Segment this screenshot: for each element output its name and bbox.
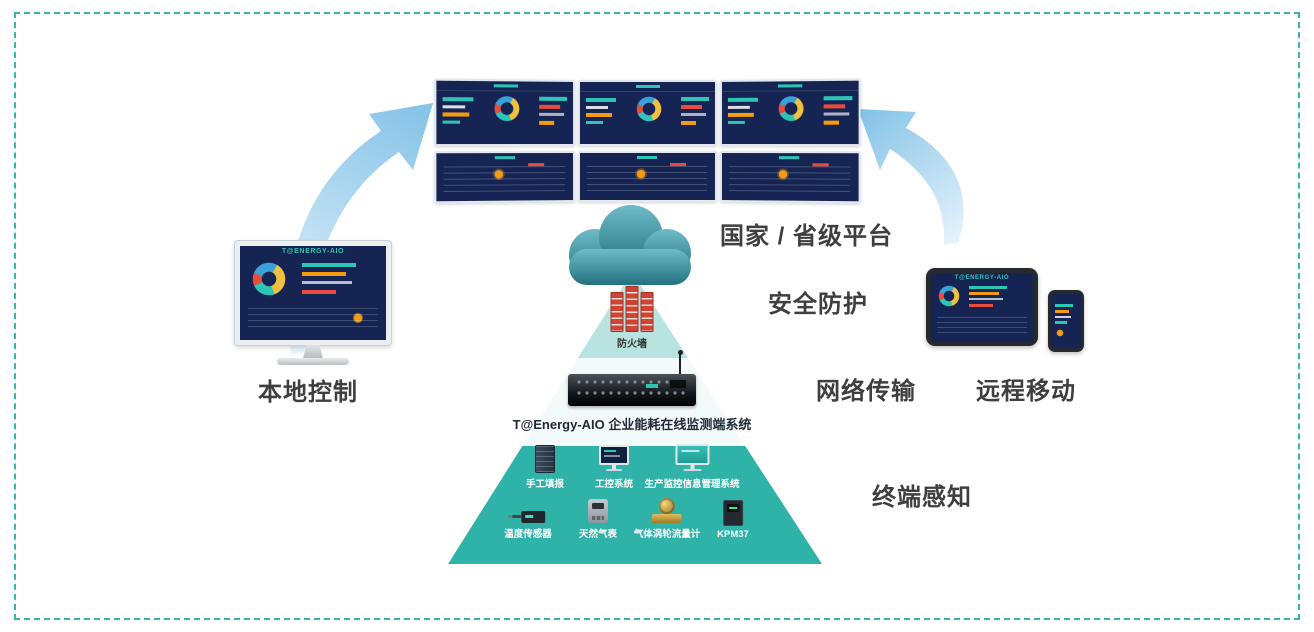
border-frame xyxy=(14,12,1300,620)
device-kpm37: KPM37 xyxy=(717,498,749,540)
screen-brand-text: T@ENERGY-AIO xyxy=(281,248,345,255)
video-wall xyxy=(434,78,862,206)
production-monitoring-icon xyxy=(674,444,709,465)
kpm37-icon xyxy=(723,500,743,526)
monitor-frame: T@ENERGY-AIO xyxy=(234,240,392,346)
platform-label: 国家 / 省级平台 xyxy=(720,223,894,250)
turbine-flowmeter-icon xyxy=(651,498,682,523)
antenna-icon xyxy=(677,350,683,374)
industrial-control-icon xyxy=(598,445,629,465)
device-turbine-flowmeter: 气体涡轮流量计 xyxy=(633,498,701,540)
wall-screen-bottom-center xyxy=(578,151,717,202)
device-label: 生产监控信息管理系统 xyxy=(644,479,740,490)
device-label: KPM37 xyxy=(717,529,749,540)
wall-column-center xyxy=(578,80,717,204)
wall-screen-top-right xyxy=(720,78,861,147)
firewall-label: 防火墙 xyxy=(617,339,647,350)
security-label: 安全防护 xyxy=(768,291,868,318)
server-device: T@Energy-AIO 企业能耗在线监测端系统 xyxy=(472,350,792,433)
local-control-label: 本地控制 xyxy=(258,379,358,406)
device-temperature-sensor: 温度传感器 xyxy=(504,498,552,540)
remote-label: 远程移动 xyxy=(976,378,1076,405)
network-label: 网络传输 xyxy=(816,378,916,405)
tablet-screen: T@ENERGY-AIO xyxy=(931,273,1033,341)
device-industrial-control: 工控系统 xyxy=(595,444,633,490)
cloud-icon xyxy=(569,205,691,285)
screen-brand-text: T@ENERGY-AIO xyxy=(954,275,1010,281)
wall-screen-top-center xyxy=(578,80,717,146)
terminal-label: 终端感知 xyxy=(872,484,972,511)
device-label: 温度传感器 xyxy=(504,529,552,540)
wall-screen-top-left xyxy=(434,78,575,147)
device-manual-report: 手工填报 xyxy=(526,444,564,490)
device-label: 气体涡轮流量计 xyxy=(633,529,701,540)
manual-report-icon xyxy=(534,445,555,473)
phone-screen xyxy=(1051,294,1081,348)
phone-device xyxy=(1048,290,1084,352)
firewall-brick xyxy=(640,292,654,332)
wall-screen-bottom-right xyxy=(720,151,861,204)
wall-column-right xyxy=(720,78,861,206)
tablet-device: T@ENERGY-AIO xyxy=(926,268,1038,346)
wall-screen-bottom-left xyxy=(434,151,575,204)
local-monitor: T@ENERGY-AIO xyxy=(234,240,392,365)
firewall-brick xyxy=(625,286,639,332)
server-rack-icon xyxy=(568,374,696,406)
device-gas-meter: 天然气表 xyxy=(579,498,617,540)
monitor-screen: T@ENERGY-AIO xyxy=(240,246,386,340)
firewall-brick xyxy=(610,292,624,332)
device-label: 工控系统 xyxy=(594,479,634,490)
firewall-icon xyxy=(610,286,654,332)
monitor-stand-neck xyxy=(303,345,323,358)
device-production-monitoring: 生产监控信息管理系统 xyxy=(644,444,740,490)
gas-meter-icon xyxy=(587,499,608,523)
wall-column-left xyxy=(434,78,575,206)
server-label: T@Energy-AIO 企业能耗在线监测端系统 xyxy=(512,417,752,432)
monitor-stand-base xyxy=(277,358,349,365)
device-label: 手工填报 xyxy=(525,479,565,490)
temperature-sensor-icon xyxy=(507,511,545,523)
firewall: 防火墙 xyxy=(610,286,654,350)
device-label: 天然气表 xyxy=(578,529,618,540)
